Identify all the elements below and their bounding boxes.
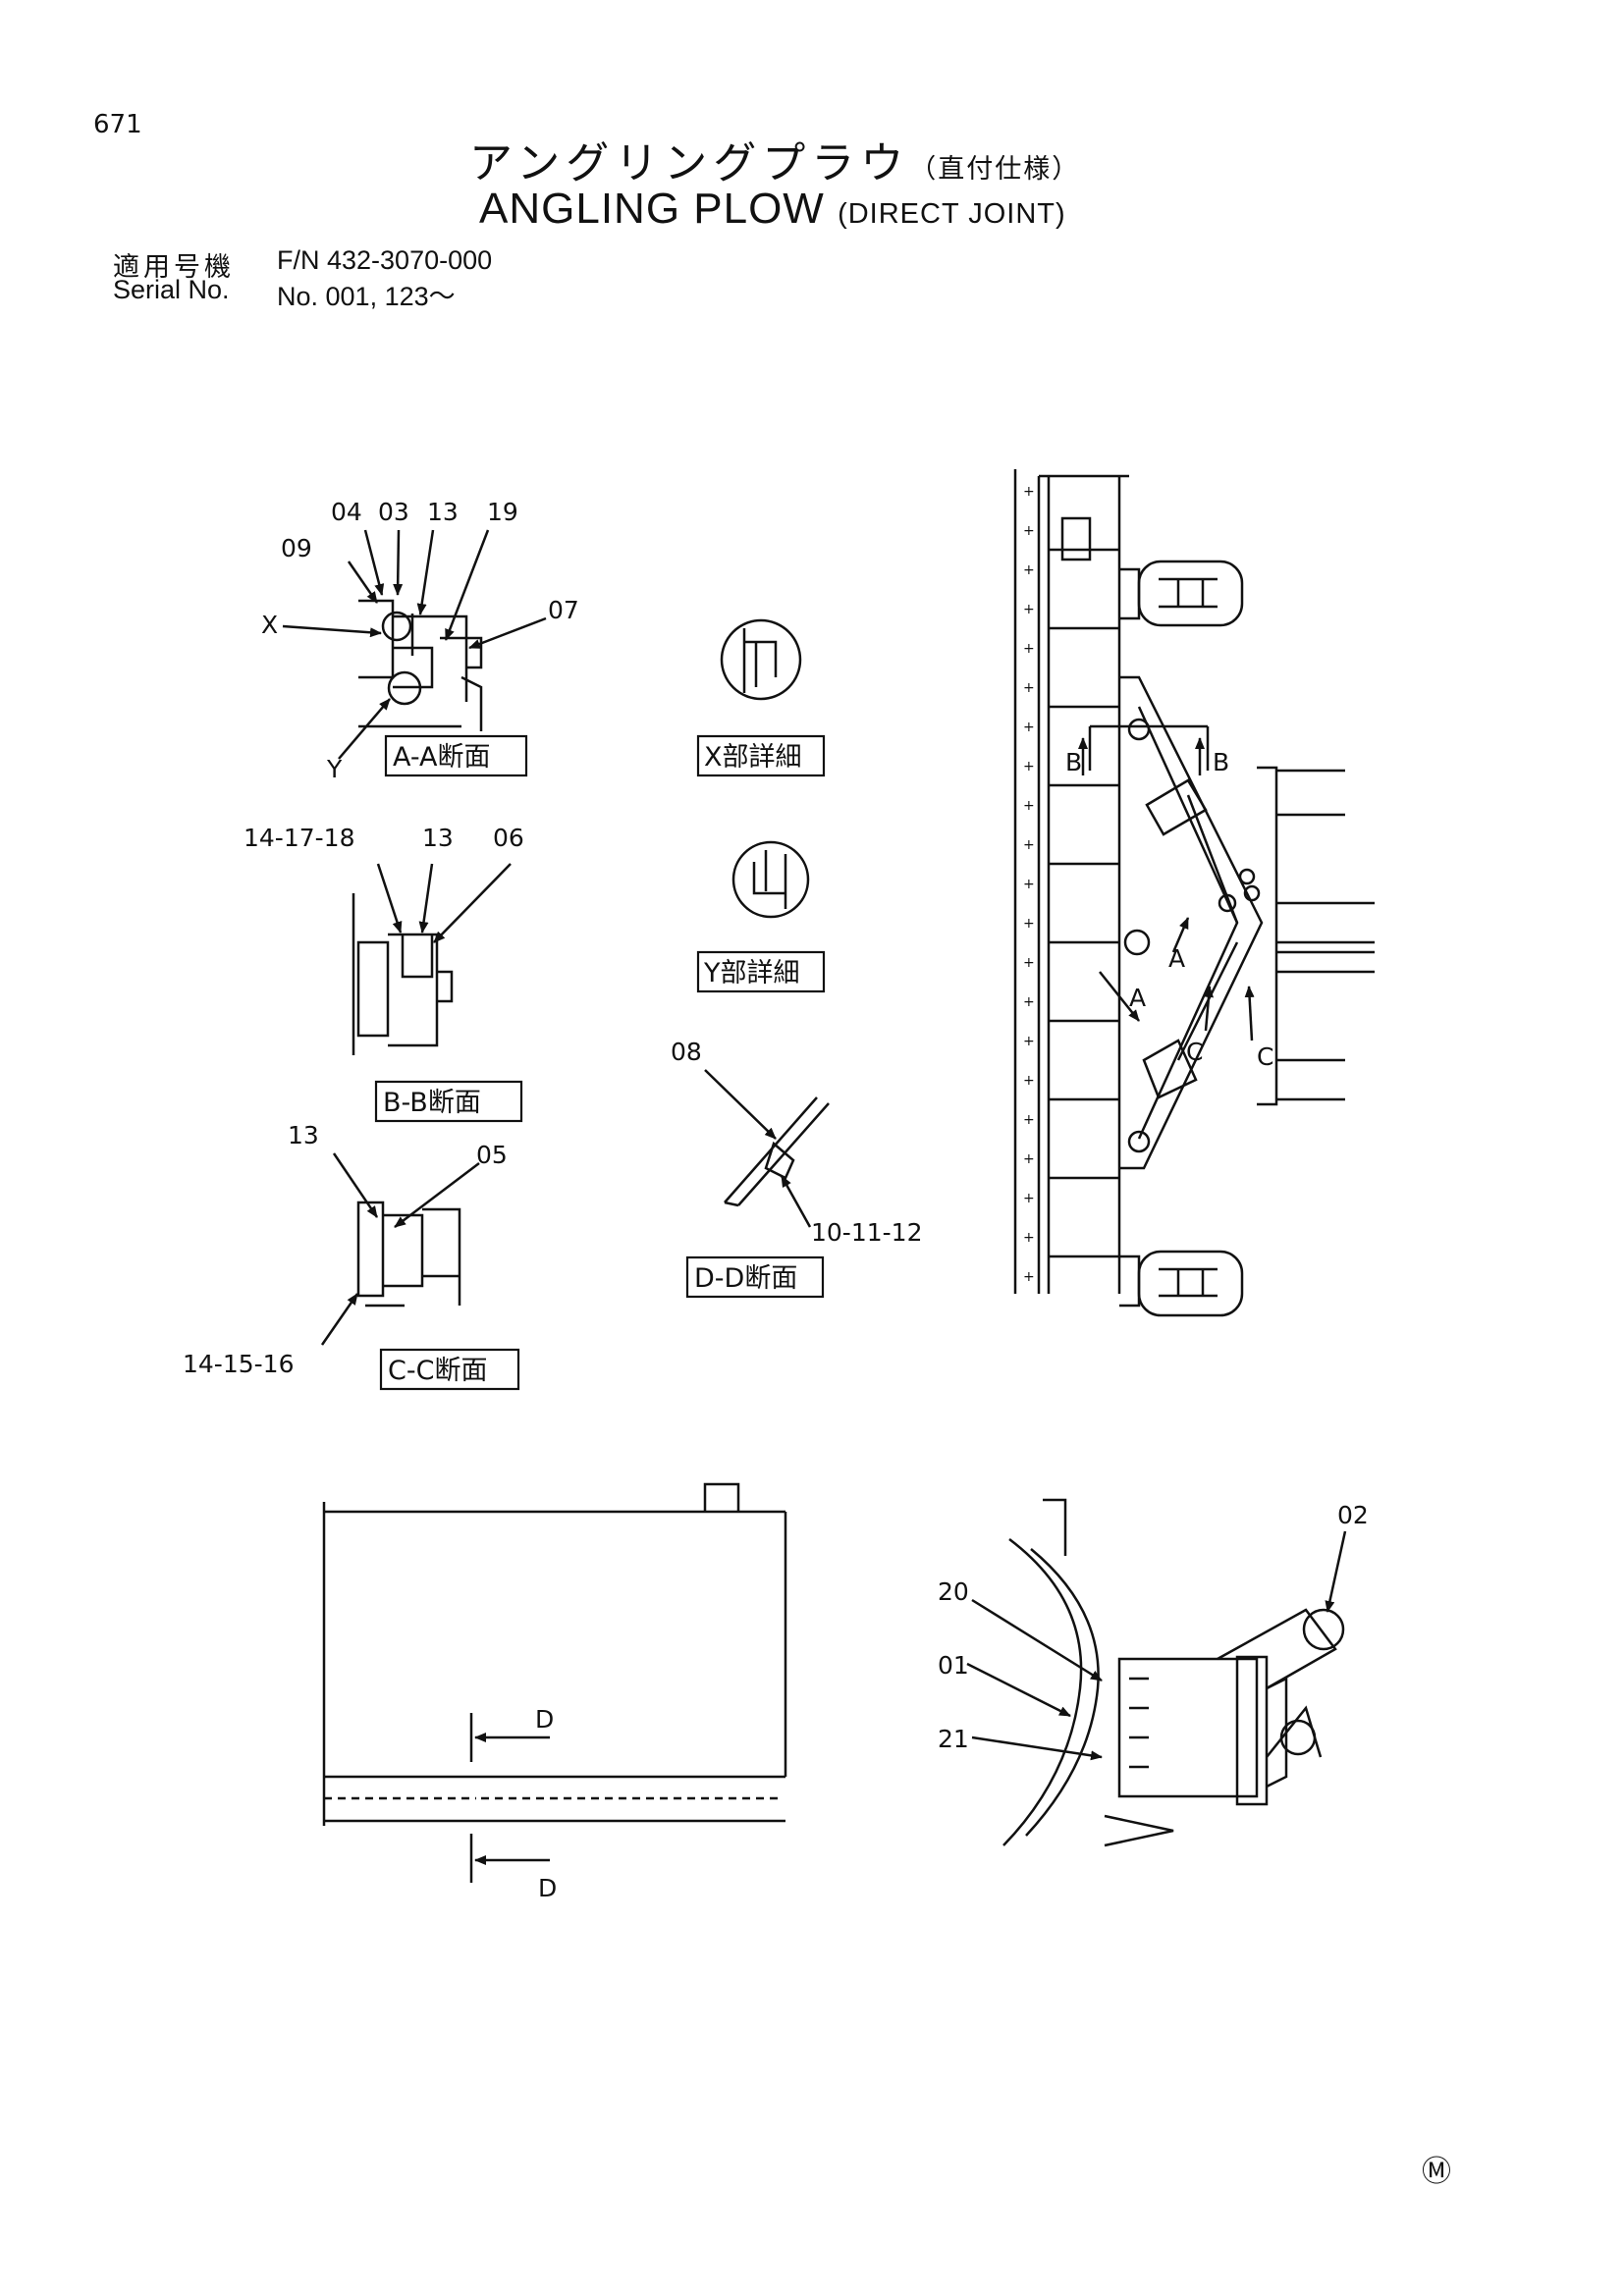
marker-a-lower: A bbox=[1129, 984, 1146, 1012]
svg-text:+: + bbox=[1023, 955, 1035, 971]
svg-text:+: + bbox=[1023, 1112, 1035, 1128]
section-dd-label: D-D断面 bbox=[694, 1263, 797, 1294]
callout-02: 02 bbox=[1337, 1501, 1369, 1529]
callout-05: 05 bbox=[476, 1141, 508, 1169]
callout-19: 19 bbox=[487, 498, 518, 526]
svg-text:+: + bbox=[1023, 1191, 1035, 1206]
svg-text:+: + bbox=[1023, 1230, 1035, 1246]
callout-04: 04 bbox=[331, 498, 362, 526]
callout-13-bb: 13 bbox=[422, 824, 454, 852]
model-value: F/N 432-3070-000 bbox=[277, 245, 493, 275]
callout-y: Y bbox=[326, 755, 343, 783]
x-detail-label: X部詳細 bbox=[704, 742, 802, 773]
marker-c-right: C bbox=[1257, 1042, 1273, 1071]
plan-view-drawing bbox=[1013, 469, 1375, 1317]
svg-text:+: + bbox=[1023, 877, 1035, 892]
section-bb-label: B-B断面 bbox=[383, 1088, 481, 1118]
section-aa-drawing bbox=[358, 599, 483, 731]
svg-text:+: + bbox=[1023, 916, 1035, 932]
title-japanese-main: アングリングプラウ bbox=[469, 138, 910, 188]
svg-text:+: + bbox=[1023, 759, 1035, 774]
callout-03: 03 bbox=[378, 498, 409, 526]
svg-text:+: + bbox=[1023, 1073, 1035, 1089]
callout-14-17-18: 14-17-18 bbox=[244, 824, 354, 852]
side-view-drawing bbox=[966, 1498, 1347, 1847]
plan-view-ticks: + + + + + + + + + + + + + + + + + + + + + bbox=[1023, 484, 1035, 1285]
title-japanese: アングリングプラウ（直付仕様） bbox=[469, 128, 1080, 190]
marker-d-bottom: D bbox=[538, 1874, 557, 1902]
marker-b-right: B bbox=[1213, 748, 1229, 776]
svg-text:+: + bbox=[1023, 602, 1035, 617]
marker-a-upper: A bbox=[1168, 944, 1185, 973]
front-view-drawing bbox=[322, 1482, 787, 1883]
serial-value: No. 001, 123～ bbox=[277, 282, 456, 311]
callout-20: 20 bbox=[938, 1577, 969, 1606]
svg-text:+: + bbox=[1023, 1151, 1035, 1167]
callout-10-11-12: 10-11-12 bbox=[811, 1218, 922, 1247]
section-aa-leaders bbox=[282, 529, 547, 760]
svg-text:+: + bbox=[1023, 798, 1035, 814]
svg-text:+: + bbox=[1023, 562, 1035, 578]
svg-text:+: + bbox=[1023, 523, 1035, 539]
callout-07: 07 bbox=[548, 596, 579, 624]
callout-21: 21 bbox=[938, 1725, 969, 1753]
svg-text:+: + bbox=[1023, 641, 1035, 657]
model-label: 適用号機 bbox=[113, 252, 235, 282]
marker-b-left: B bbox=[1065, 748, 1082, 776]
footer-mark: Ⓜ bbox=[1422, 2155, 1451, 2189]
callout-13-cc: 13 bbox=[288, 1121, 319, 1149]
y-detail-drawing bbox=[731, 840, 810, 919]
callout-08: 08 bbox=[671, 1038, 702, 1066]
serial-label: Serial No. bbox=[113, 275, 230, 304]
svg-text:+: + bbox=[1023, 994, 1035, 1010]
x-detail-drawing bbox=[720, 618, 802, 701]
title-english-sub: (DIRECT JOINT) bbox=[838, 198, 1066, 230]
marker-d-top: D bbox=[535, 1705, 554, 1734]
callout-14-15-16: 14-15-16 bbox=[183, 1350, 294, 1378]
callout-09: 09 bbox=[281, 534, 312, 562]
title-english: ANGLING PLOW (DIRECT JOINT) bbox=[479, 185, 1066, 234]
section-dd-drawing bbox=[704, 1069, 830, 1228]
svg-text:+: + bbox=[1023, 837, 1035, 853]
callout-01: 01 bbox=[938, 1651, 969, 1680]
callout-x: X bbox=[261, 611, 278, 639]
y-detail-label: Y部詳細 bbox=[703, 958, 800, 988]
section-cc-label: C-C断面 bbox=[388, 1356, 487, 1386]
svg-text:+: + bbox=[1023, 720, 1035, 735]
svg-text:+: + bbox=[1023, 680, 1035, 696]
svg-text:+: + bbox=[1023, 484, 1035, 500]
page-number: 671 bbox=[93, 110, 142, 139]
section-bb-drawing bbox=[352, 863, 512, 1055]
title-english-main: ANGLING PLOW bbox=[479, 185, 825, 233]
callout-13-aa: 13 bbox=[427, 498, 459, 526]
section-aa-label: A-A断面 bbox=[393, 742, 491, 773]
marker-c-left: C bbox=[1186, 1038, 1203, 1066]
section-cc-drawing bbox=[320, 1152, 480, 1346]
callout-06: 06 bbox=[493, 824, 524, 852]
title-japanese-sub: （直付仕様） bbox=[909, 154, 1081, 185]
svg-text:+: + bbox=[1023, 1269, 1035, 1285]
svg-text:+: + bbox=[1023, 1034, 1035, 1049]
